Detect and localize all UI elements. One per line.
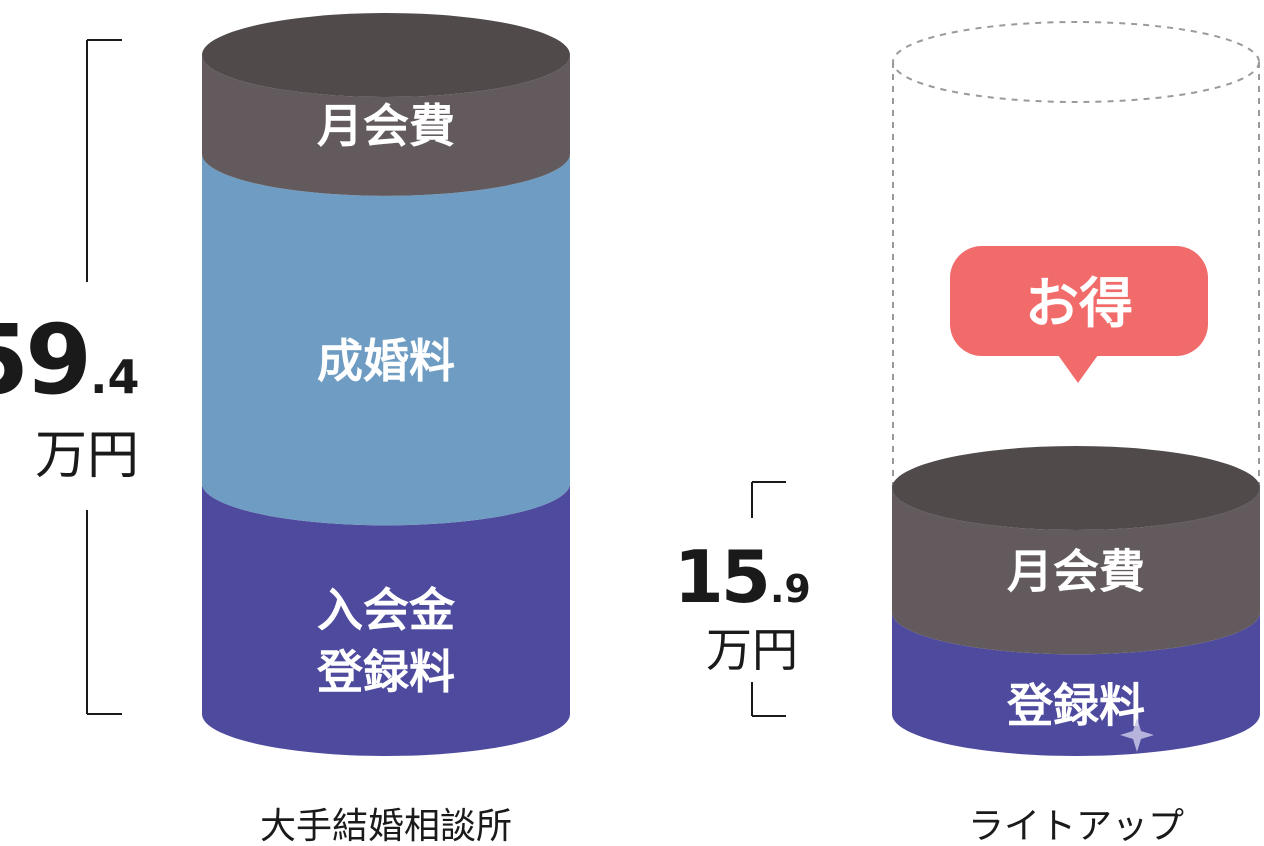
right-total-bracket bbox=[751, 481, 786, 717]
cylinder-top-cap-0 bbox=[202, 13, 570, 97]
segment-label-0-0-0: 入会金 bbox=[317, 583, 456, 637]
right-total-value: 15 .9 万円 bbox=[674, 535, 811, 677]
segment-1-1 bbox=[892, 488, 1260, 655]
savings-badge-bubble bbox=[950, 246, 1208, 356]
category-label-lightup: ライトアップ bbox=[968, 806, 1184, 846]
savings-badge-label: お得 bbox=[1025, 272, 1133, 335]
segment-label-0-2-0: 月会費 bbox=[317, 99, 455, 153]
segment-label-0-0-1: 登録料 bbox=[316, 645, 455, 699]
dashed-comparison-outline bbox=[892, 21, 1260, 490]
segment-label-1-1-0: 月会費 bbox=[1007, 545, 1145, 599]
segment-1-0 bbox=[892, 612, 1260, 756]
segment-label-0-1-0: 成婚料 bbox=[317, 334, 455, 388]
left-total-decimal: .4 bbox=[90, 350, 139, 404]
left-total-main: 59 bbox=[0, 304, 88, 416]
segment-0-2 bbox=[202, 55, 570, 196]
right-total-main: 15 bbox=[674, 535, 768, 619]
segment-label-1-0-0: 登録料 bbox=[1006, 679, 1145, 733]
right-total-unit: 万円 bbox=[706, 623, 798, 677]
savings-badge: お得 bbox=[950, 246, 1208, 383]
savings-badge-tail bbox=[1058, 355, 1098, 383]
sparkle-icon bbox=[1120, 718, 1154, 752]
right-total-decimal: .9 bbox=[770, 567, 811, 611]
left-total-bracket bbox=[86, 39, 122, 715]
left-total-value: 59 .4 万円 bbox=[0, 304, 139, 486]
segment-0-1 bbox=[202, 153, 570, 526]
left-total-unit: 万円 bbox=[35, 426, 139, 486]
category-label-large-agency: 大手結婚相談所 bbox=[260, 806, 512, 846]
segment-0-0 bbox=[202, 483, 570, 756]
cylinder-top-cap-1 bbox=[892, 446, 1260, 530]
